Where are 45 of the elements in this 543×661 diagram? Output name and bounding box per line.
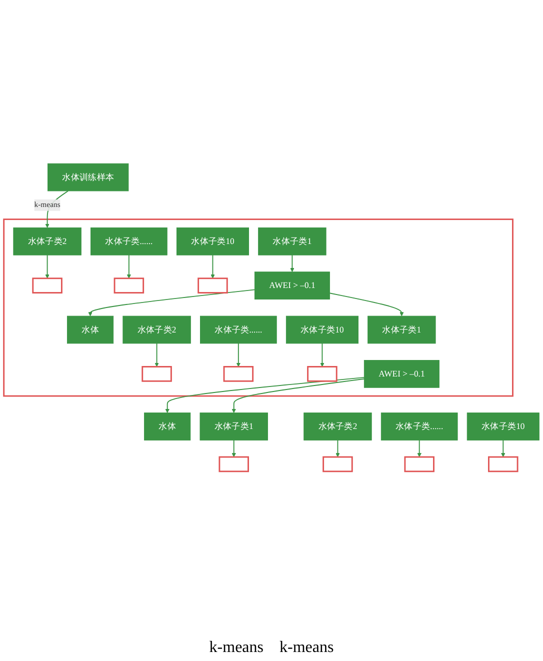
arrow (417, 440, 422, 458)
node-box: 水体子类...... (90, 227, 168, 256)
node-box: 水体子类10 (286, 316, 358, 344)
node-box: AWEI > –0.1 (254, 272, 330, 300)
arrow (320, 342, 324, 367)
node-box (114, 278, 144, 294)
node-box (322, 456, 353, 472)
node-box: 水体训练样本 (48, 163, 129, 192)
node-box: AWEI > –0.1 (364, 360, 440, 388)
node-box (198, 278, 228, 294)
node-box (32, 278, 62, 294)
node-box: 水体子类2 (304, 412, 372, 440)
node-box (488, 456, 518, 472)
node-box: 水体子类2 (13, 227, 82, 256)
node-box (404, 456, 434, 472)
node-box (223, 366, 254, 382)
arrow (126, 254, 132, 279)
node-box: 水体 (66, 316, 114, 344)
node-box: 水体子类10 (466, 412, 540, 440)
arrow (336, 440, 340, 458)
node-box (142, 366, 172, 382)
node-box (218, 456, 249, 472)
arrow (232, 440, 236, 458)
arrow (210, 254, 215, 279)
node-box: 水体子类...... (380, 412, 458, 440)
node-box (307, 366, 338, 382)
node-box: 水体子类1 (258, 227, 326, 256)
cluster (3, 218, 514, 397)
arrow (88, 289, 256, 316)
arrow (165, 376, 365, 413)
arrow (501, 440, 506, 458)
arrow (236, 342, 241, 367)
node-box: 水体子类10 (176, 227, 249, 256)
annotation-text: k-means (280, 639, 334, 657)
annotation-text: k-means (209, 639, 264, 657)
arrow (290, 254, 294, 272)
arrow (154, 342, 159, 367)
arrow (45, 254, 50, 279)
node-box: 水体子类1 (368, 316, 436, 344)
node-box: 水体 (144, 412, 191, 440)
arrow (232, 378, 365, 413)
node-box: 水体子类...... (200, 316, 277, 344)
arrow (329, 292, 404, 316)
node-box: 水体子类2 (122, 316, 191, 344)
node-box: 水体子类1 (200, 412, 268, 440)
